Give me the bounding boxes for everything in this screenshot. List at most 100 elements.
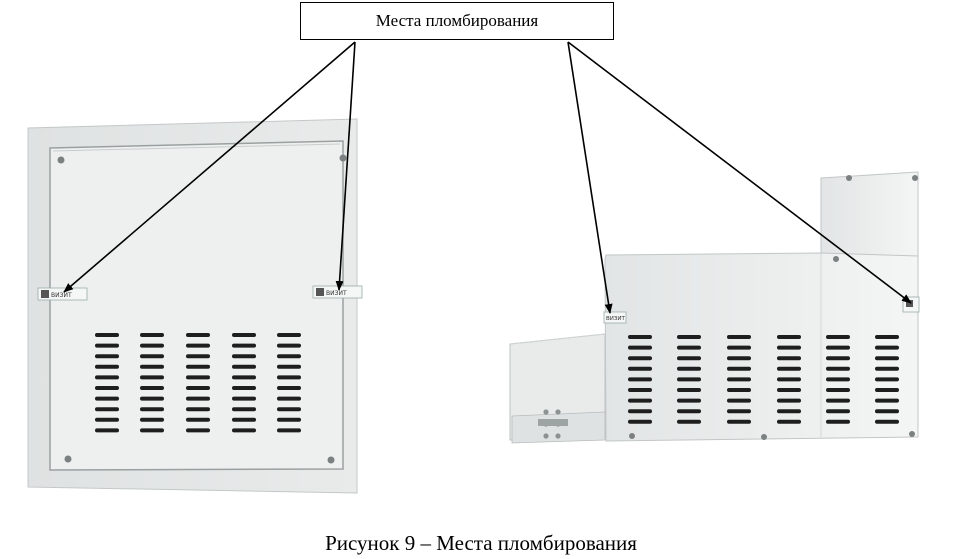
device-front-view: ВИЗИТ ВИЗИТ bbox=[27, 118, 363, 494]
vent-slot bbox=[677, 419, 701, 424]
vent-slot bbox=[628, 419, 652, 424]
svg-text:ВИЗИТ: ВИЗИТ bbox=[51, 292, 72, 299]
hinge bbox=[538, 409, 568, 439]
vent-slot bbox=[628, 409, 652, 414]
vent-slot bbox=[677, 377, 701, 382]
vent-slot bbox=[232, 407, 256, 412]
vent-slot bbox=[826, 388, 850, 392]
vent-slot bbox=[875, 335, 899, 339]
vent-slot bbox=[826, 377, 850, 382]
vent-slot bbox=[677, 356, 701, 361]
vent-slot bbox=[232, 386, 256, 390]
svg-text:ВИЗИТ: ВИЗИТ bbox=[326, 290, 347, 297]
vent-slot bbox=[628, 398, 652, 403]
vent-slot bbox=[777, 409, 801, 414]
vent-slot bbox=[140, 364, 164, 369]
vent-slot bbox=[826, 356, 850, 361]
vent-slot bbox=[875, 345, 899, 350]
screw-set bbox=[57, 154, 347, 464]
vent-slot bbox=[875, 409, 899, 414]
vent-slot bbox=[727, 345, 751, 350]
seal-sticker-front-right: ВИЗИТ bbox=[312, 285, 363, 299]
vent-slot bbox=[186, 333, 210, 337]
device-side-view: ВИЗИТ bbox=[509, 171, 920, 444]
vent-slot bbox=[875, 398, 899, 403]
callout-arrows bbox=[63, 41, 912, 314]
vent-slot bbox=[677, 409, 701, 414]
vent-slot bbox=[95, 364, 119, 369]
vent-slot bbox=[727, 366, 751, 371]
vent-slot bbox=[186, 364, 210, 369]
vent-slot bbox=[140, 333, 164, 337]
vent-slot bbox=[727, 335, 751, 339]
vent-slot bbox=[826, 419, 850, 424]
vent-slot bbox=[277, 364, 301, 369]
vent-slot bbox=[628, 345, 652, 350]
vent-slot bbox=[277, 428, 301, 433]
vent-grille-front bbox=[95, 333, 301, 433]
vent-slot bbox=[277, 396, 301, 401]
vent-slot bbox=[677, 335, 701, 339]
callout-label: Места пломбирования bbox=[375, 11, 539, 30]
vent-slot bbox=[232, 343, 256, 348]
vent-slot bbox=[140, 343, 164, 348]
vent-slot bbox=[628, 356, 652, 361]
vent-slot bbox=[186, 343, 210, 348]
vent-slot bbox=[277, 386, 301, 390]
vent-slot bbox=[677, 388, 701, 392]
vent-slot bbox=[777, 377, 801, 382]
vent-slot bbox=[875, 419, 899, 424]
vent-slot bbox=[875, 388, 899, 392]
vent-slot bbox=[186, 407, 210, 412]
vent-slot bbox=[232, 428, 256, 433]
vent-slot bbox=[95, 407, 119, 412]
vent-slot bbox=[875, 356, 899, 361]
vent-slot bbox=[277, 354, 301, 359]
vent-slot bbox=[232, 354, 256, 359]
vent-slot bbox=[277, 333, 301, 337]
vent-slot bbox=[186, 354, 210, 359]
vent-slot bbox=[826, 335, 850, 339]
vent-slot bbox=[826, 366, 850, 371]
vent-slot bbox=[95, 417, 119, 422]
vent-slot bbox=[140, 375, 164, 380]
vent-slot bbox=[186, 417, 210, 422]
svg-text:ВИЗИТ: ВИЗИТ bbox=[606, 316, 626, 322]
vent-slot bbox=[232, 396, 256, 401]
vent-slot bbox=[277, 407, 301, 412]
vent-slot bbox=[140, 407, 164, 412]
vent-slot bbox=[777, 366, 801, 371]
callout-box: Места пломбирования bbox=[300, 2, 614, 40]
vent-slot bbox=[186, 375, 210, 380]
vent-slot bbox=[777, 356, 801, 361]
vent-slot bbox=[140, 396, 164, 401]
vent-slot bbox=[95, 386, 119, 390]
arrow-to-side-left-seal bbox=[567, 41, 613, 314]
vent-slot bbox=[727, 398, 751, 403]
vent-slot bbox=[186, 396, 210, 401]
seal-sticker-front-left: ВИЗИТ bbox=[37, 287, 88, 301]
screw-set-side bbox=[629, 175, 918, 440]
vent-slot bbox=[95, 396, 119, 401]
vent-slot bbox=[875, 377, 899, 382]
vent-slot bbox=[277, 417, 301, 422]
vent-slot bbox=[727, 377, 751, 382]
vent-slot bbox=[677, 345, 701, 350]
vent-slot bbox=[727, 356, 751, 361]
figure-caption: Рисунок 9 – Места пломбирования bbox=[325, 531, 637, 555]
vent-slot bbox=[777, 419, 801, 424]
vent-slot bbox=[232, 375, 256, 380]
vent-slot bbox=[826, 345, 850, 350]
vent-slot bbox=[95, 375, 119, 380]
vent-slot bbox=[777, 388, 801, 392]
vent-grille-side bbox=[628, 335, 899, 424]
vent-slot bbox=[277, 343, 301, 348]
vent-slot bbox=[628, 388, 652, 392]
vent-slot bbox=[777, 345, 801, 350]
vent-slot bbox=[628, 366, 652, 371]
arrow-to-front-left-seal bbox=[63, 41, 356, 293]
vent-slot bbox=[95, 343, 119, 348]
seal-sticker-side-left: ВИЗИТ bbox=[603, 311, 627, 324]
vent-slot bbox=[826, 409, 850, 414]
